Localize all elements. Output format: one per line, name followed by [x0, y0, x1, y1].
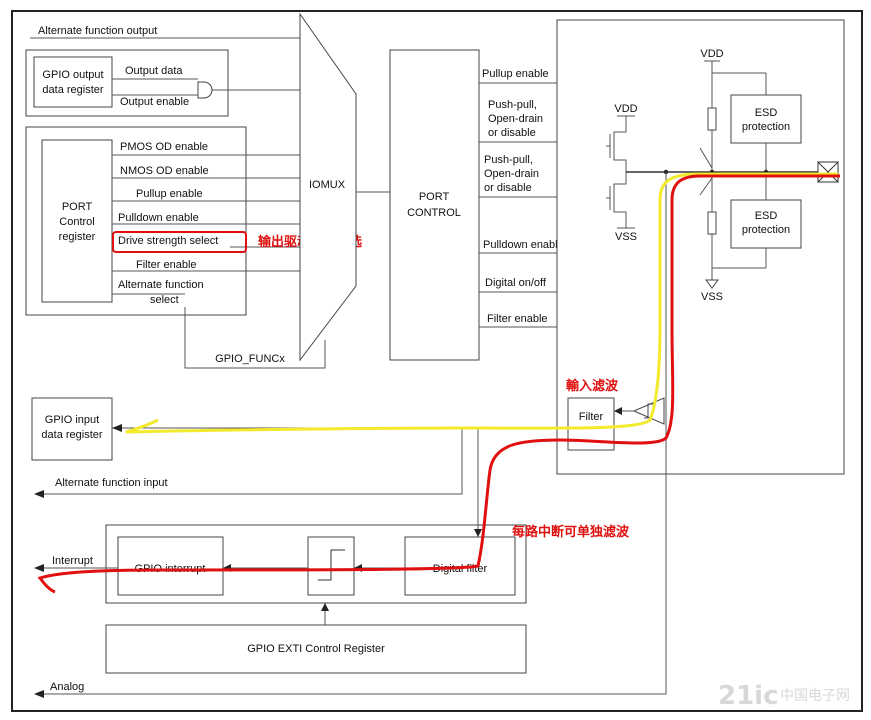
- iomux-block: [299, 12, 357, 362]
- highlight-input-path: [125, 172, 838, 434]
- svg-text:Control: Control: [59, 216, 94, 228]
- watermark-logo: 21ic: [718, 681, 779, 711]
- svg-text:VSS: VSS: [615, 231, 637, 243]
- svg-text:PORT: PORT: [419, 191, 450, 203]
- svg-text:GPIO input: GPIO input: [45, 414, 99, 426]
- highlight-interrupt-path: [37, 174, 840, 594]
- ctrl-row: Alternate function: [118, 279, 204, 291]
- alt-func-input-label: Alternate function input: [55, 477, 168, 489]
- ctrl-row: PMOS OD enable: [120, 141, 208, 153]
- ctrl-row: Pulldown enable: [118, 212, 199, 224]
- annotation-input-filter: 輸入滤波: [566, 378, 619, 394]
- gpio-output-title-2: data register: [42, 84, 103, 96]
- svg-text:Filter enable: Filter enable: [487, 313, 548, 325]
- output-enable-label: Output enable: [120, 96, 189, 108]
- annotation-per-line-filter: 每路中断可单独滤波: [512, 524, 630, 540]
- svg-text:data register: data register: [41, 429, 102, 441]
- analog-label: Analog: [50, 681, 84, 693]
- pulldown-switch: [699, 177, 713, 196]
- and-gate-icon: [197, 81, 213, 99]
- gpio-interrupt-block: [117, 536, 224, 596]
- svg-text:Push-pull,: Push-pull,: [488, 99, 537, 111]
- svg-text:ESD: ESD: [755, 210, 778, 222]
- svg-text:VDD: VDD: [700, 48, 723, 60]
- interrupt-label: Interrupt: [52, 555, 93, 567]
- ctrl-row: NMOS OD enable: [120, 165, 209, 177]
- outer-frame: [11, 10, 863, 712]
- pullup-resistor: [707, 107, 717, 131]
- esd-protection-bottom: [730, 199, 802, 249]
- svg-text:or disable: or disable: [488, 127, 536, 139]
- nmos-transistor: [613, 172, 627, 228]
- gpio-output-register: [33, 56, 113, 108]
- svg-text:PORT: PORT: [62, 201, 93, 213]
- svg-text:VSS: VSS: [701, 291, 723, 303]
- svg-text:Digital on/off: Digital on/off: [485, 277, 547, 289]
- ground-icon: [705, 279, 719, 289]
- svg-text:CONTROL: CONTROL: [407, 207, 461, 219]
- drive-strength-highlight: [112, 231, 247, 253]
- svg-text:ESD: ESD: [755, 107, 778, 119]
- gpio-input-register: [31, 397, 113, 461]
- gpio-output-title-1: GPIO output: [42, 69, 103, 81]
- edge-icon: [318, 549, 345, 581]
- port-control-register: [41, 139, 113, 303]
- alt-func-output-label: Alternate function output: [38, 25, 157, 37]
- svg-text:Open-drain: Open-drain: [488, 113, 543, 125]
- ctrl-row: Filter enable: [136, 259, 197, 271]
- svg-text:Push-pull,: Push-pull,: [484, 154, 533, 166]
- ctrl-row: Pullup enable: [136, 188, 203, 200]
- svg-text:Open-drain: Open-drain: [484, 168, 539, 180]
- svg-text:Pulldown enable: Pulldown enable: [483, 239, 564, 251]
- watermark-text: 中国电子网: [780, 688, 850, 704]
- digital-filter-block: [404, 536, 516, 596]
- svg-text:register: register: [59, 231, 96, 243]
- esd-protection-top: [730, 94, 802, 144]
- exti-control-register: [105, 624, 527, 674]
- ctrl-row-select: select: [150, 294, 179, 306]
- svg-text:VDD: VDD: [614, 103, 637, 115]
- iomux-label: IOMUX: [309, 179, 346, 191]
- ctrl-row-drive-strength: Drive strength select: [118, 235, 218, 247]
- svg-text:or disable: or disable: [484, 182, 532, 194]
- pullup-switch: [699, 147, 713, 169]
- svg-text:Filter: Filter: [579, 411, 604, 423]
- pulldown-resistor: [707, 211, 717, 235]
- io-pad-icon: [817, 161, 839, 183]
- output-data-label: Output data: [125, 65, 183, 77]
- svg-text:protection: protection: [742, 224, 790, 236]
- svg-text:protection: protection: [742, 121, 790, 133]
- port-control-block: [389, 49, 480, 361]
- gpio-funcx-label: GPIO_FUNCx: [215, 353, 285, 365]
- svg-text:GPIO EXTI Control Register: GPIO EXTI Control Register: [247, 643, 385, 655]
- svg-text:Pullup enable: Pullup enable: [482, 68, 549, 80]
- pmos-transistor: [613, 116, 627, 172]
